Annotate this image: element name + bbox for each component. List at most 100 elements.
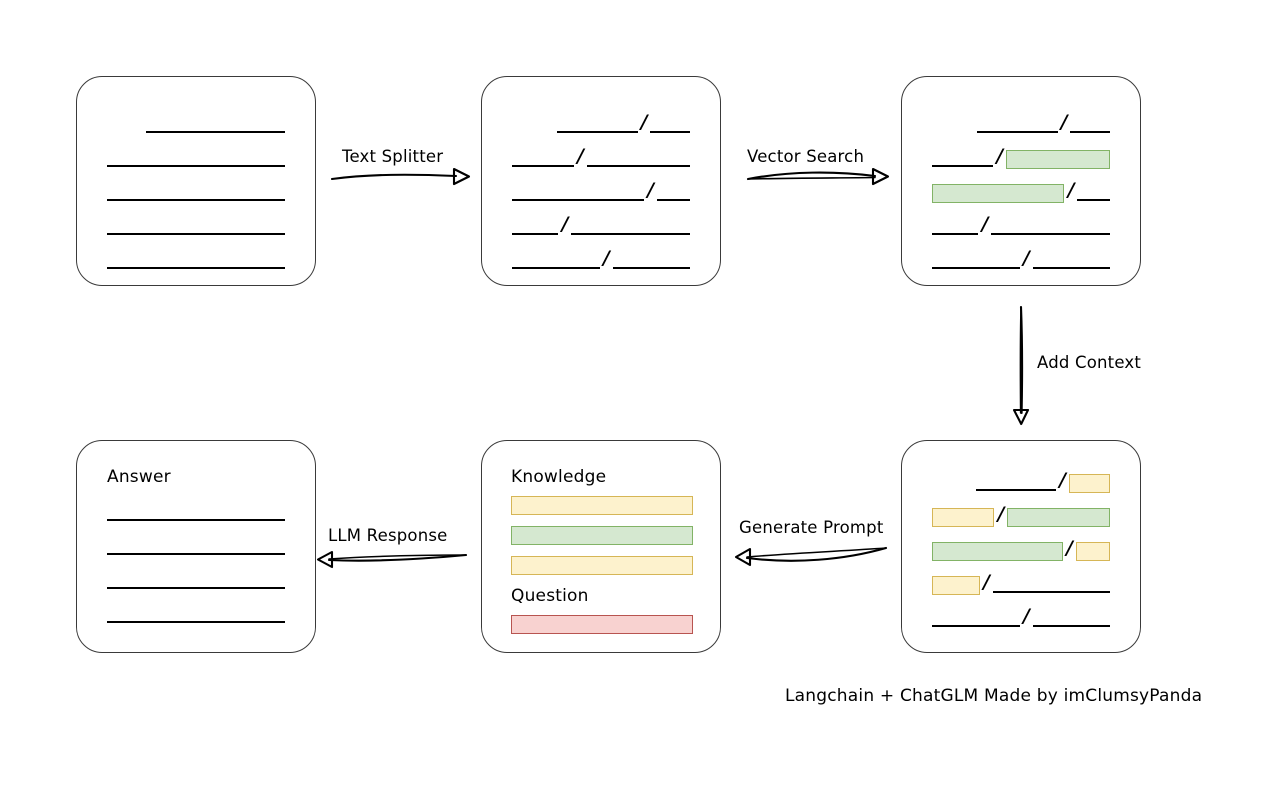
knowledge-bar-yellow <box>511 496 693 515</box>
document-row: / <box>932 145 1110 169</box>
text-line-segment <box>571 233 690 235</box>
text-line-segment <box>976 489 1056 491</box>
segment-separator-slash: / <box>576 145 584 167</box>
text-line-segment <box>107 519 285 521</box>
edge-label-llm-response: LLM Response <box>328 526 448 545</box>
edge-arrow-vector-search <box>746 167 890 186</box>
document-row: / <box>512 113 690 135</box>
text-line-segment <box>976 131 1058 133</box>
footer-caption: Langchain + ChatGLM Made by imClumsyPand… <box>785 686 1203 706</box>
knowledge-label: Knowledge <box>511 467 607 487</box>
highlighted-segment-yellow <box>1068 473 1110 493</box>
split-document-box[interactable]: ///// <box>481 76 721 286</box>
text-line-segment <box>512 267 600 269</box>
text-line-segment <box>146 131 285 133</box>
text-line-segment <box>992 591 1110 593</box>
text-line-segment <box>1032 267 1110 269</box>
segment-separator-slash: / <box>1067 179 1075 201</box>
document-row: / <box>932 503 1110 527</box>
text-line-segment <box>512 199 645 201</box>
document-row <box>107 503 285 523</box>
edge-arrow-generate-prompt <box>734 546 888 567</box>
segment-separator-slash: / <box>982 571 990 593</box>
segment-separator-slash: / <box>1022 605 1030 627</box>
knowledge-bar-green <box>511 526 693 545</box>
question-label: Question <box>511 586 589 606</box>
highlighted-segment-green <box>932 183 1065 203</box>
text-line-segment <box>107 553 285 555</box>
text-line-segment <box>586 165 690 167</box>
segment-separator-slash: / <box>996 145 1004 167</box>
highlighted-segment-yellow <box>932 575 980 595</box>
text-line-segment <box>512 233 559 235</box>
segment-separator-slash: / <box>1065 537 1073 559</box>
text-line-segment <box>932 625 1020 627</box>
knowledge-bars <box>511 496 693 575</box>
text-line-segment <box>1077 199 1110 201</box>
segment-separator-slash: / <box>981 213 989 235</box>
text-line-segment <box>107 165 285 167</box>
document-row <box>107 217 285 237</box>
vector-matched-document-box[interactable]: / / / / / <box>901 76 1141 286</box>
segment-separator-slash: / <box>1060 111 1068 133</box>
edge-label-text-splitter: Text Splitter <box>342 147 444 166</box>
text-line-segment <box>107 587 285 589</box>
text-line-segment <box>556 131 638 133</box>
edge-arrow-text-splitter <box>330 167 471 186</box>
source-document-box[interactable] <box>76 76 316 286</box>
document-row: / <box>932 605 1110 629</box>
edge-label-add-context: Add Context <box>1037 353 1142 372</box>
edge-label-generate-prompt: Generate Prompt <box>739 518 884 537</box>
document-row: / <box>512 213 690 237</box>
source-document-rows <box>107 77 285 285</box>
document-row <box>107 537 285 557</box>
highlighted-segment-green <box>1007 507 1110 527</box>
text-line-segment <box>612 267 690 269</box>
question-bars <box>511 615 693 634</box>
edge-label-vector-search: Vector Search <box>747 147 865 166</box>
document-row <box>107 571 285 591</box>
answer-label: Answer <box>107 467 171 487</box>
segment-separator-slash: / <box>1058 469 1066 491</box>
text-line-segment <box>991 233 1110 235</box>
highlighted-segment-yellow <box>932 507 995 527</box>
answer-rows <box>107 441 285 652</box>
document-row <box>107 605 285 625</box>
highlighted-segment-green <box>1006 149 1110 169</box>
text-line-segment <box>932 165 994 167</box>
answer-box[interactable]: Answer <box>76 440 316 653</box>
vector-matched-document-rows: / / / / / <box>932 77 1110 285</box>
document-row: / <box>512 145 690 169</box>
knowledge-bar-yellow <box>511 556 693 575</box>
segment-separator-slash: / <box>997 503 1005 525</box>
document-row: / <box>932 249 1110 271</box>
document-row: / <box>512 179 690 203</box>
document-row: / <box>932 469 1110 493</box>
text-line-segment <box>1032 625 1110 627</box>
text-line-segment <box>656 199 690 201</box>
prompt-box[interactable]: Knowledge Question <box>481 440 721 653</box>
context-added-document-rows: / / / / / <box>932 441 1110 652</box>
document-row <box>107 115 285 135</box>
highlighted-segment-yellow <box>1075 541 1110 561</box>
segment-separator-slash: / <box>561 213 569 235</box>
segment-separator-slash: / <box>647 179 654 201</box>
document-row: / <box>932 179 1110 203</box>
text-line-segment <box>1070 131 1110 133</box>
text-line-segment <box>107 199 285 201</box>
text-line-segment <box>650 131 690 133</box>
document-row <box>107 149 285 169</box>
context-added-document-box[interactable]: / / / / / <box>901 440 1141 653</box>
document-row: / <box>932 571 1110 595</box>
text-line-segment <box>107 621 285 623</box>
highlighted-segment-green <box>932 541 1063 561</box>
text-line-segment <box>107 267 285 269</box>
text-line-segment <box>932 233 979 235</box>
question-bar-red <box>511 615 693 634</box>
document-row: / <box>932 537 1110 561</box>
document-row <box>107 183 285 203</box>
text-line-segment <box>932 267 1020 269</box>
text-line-segment <box>107 233 285 235</box>
document-row: / <box>932 213 1110 237</box>
